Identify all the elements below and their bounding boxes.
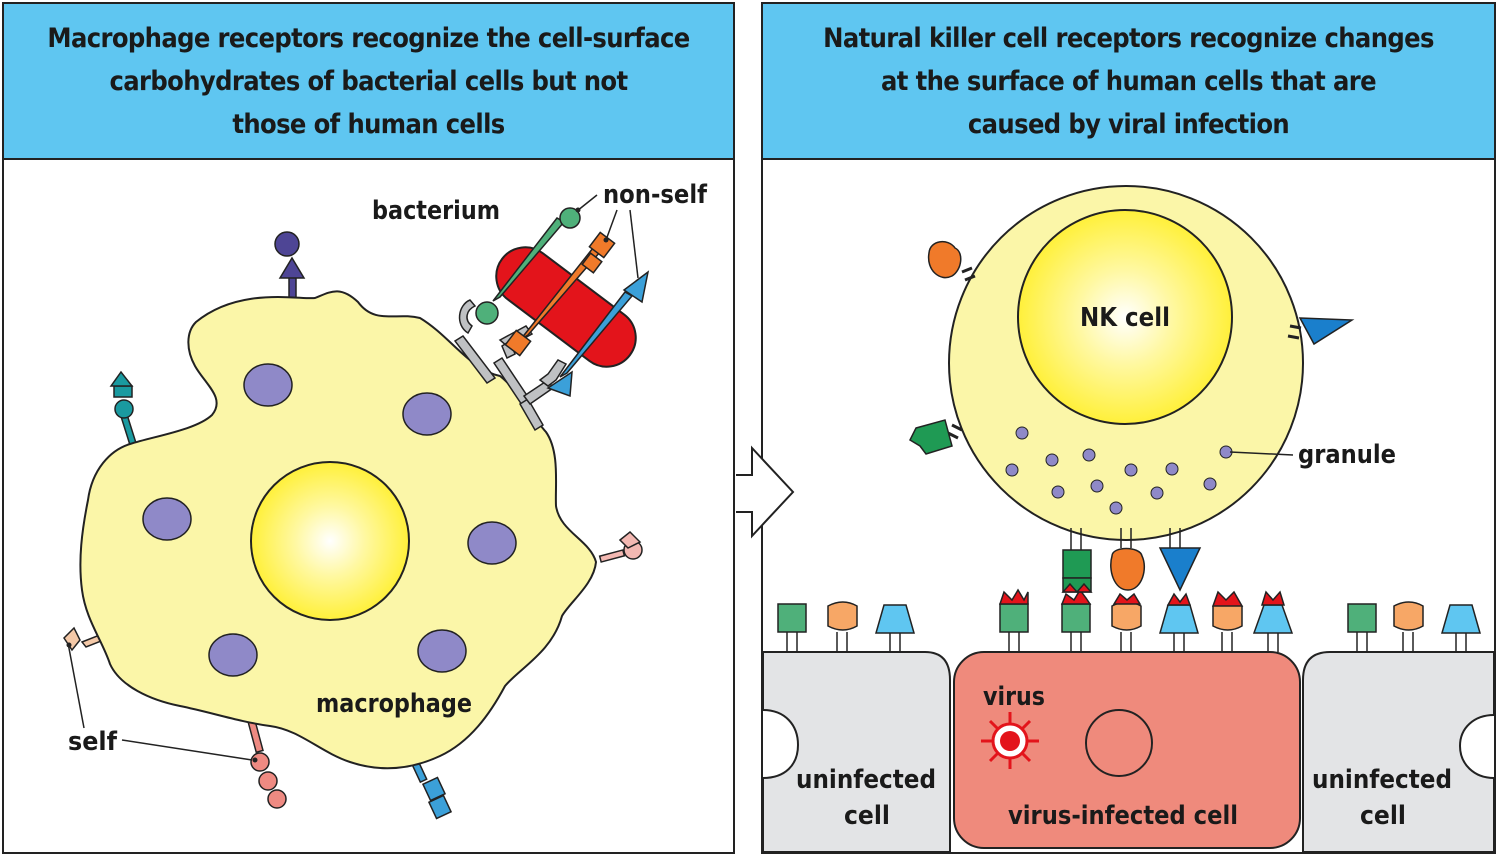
label-bacterium: bacterium [372,196,500,226]
infected-cell-nucleus [1085,709,1153,777]
label-cell-right: cell [1360,801,1406,831]
right-panel-title: Natural killer cell receptors recognize … [800,17,1458,146]
right-title-line-1: Natural killer cell receptors recognize … [823,22,1434,54]
virus-icon [981,712,1039,769]
label-nk-cell: NK cell [1080,303,1170,333]
nk-receptors [909,241,1355,594]
label-macrophage: macrophage [316,689,472,719]
uninfected-cell-left-nucleus [762,709,800,779]
left-title-line-1: Macrophage receptors recognize the cell-… [47,22,690,54]
label-cell-left: cell [844,801,890,831]
uninfected-cell-right-nucleus [1458,714,1495,779]
left-title-line-3: those of human cells [232,108,505,140]
bacterium [495,246,637,368]
left-diagram: bacterium non-self macrophage self [63,180,708,820]
transition-arrow-icon [736,445,795,539]
uninfected-cell-left [762,651,951,853]
macrophage-binding-receptors [453,299,568,432]
label-granule: granule [1298,440,1396,470]
bacterial-carbohydrates [475,207,650,398]
label-uninfected-left: uninfected [796,765,936,795]
label-uninfected-right: uninfected [1312,765,1452,795]
label-non-self: non-self [603,180,708,210]
nk-cell [948,185,1304,541]
macrophage-vesicles [142,363,517,677]
right-title-line-3: caused by viral infection [967,108,1290,140]
right-title-line-2: at the surface of human cells that are [881,65,1377,97]
label-self: self [68,727,118,757]
left-leader-lines [67,194,639,761]
uninfected-cell-right [1302,651,1495,853]
host-cells [762,651,1495,853]
macrophage-nucleus [250,461,410,621]
left-panel-header: Macrophage receptors recognize the cell-… [4,4,733,160]
left-panel: Macrophage receptors recognize the cell-… [2,2,735,854]
nk-cell-nucleus [1017,209,1233,425]
host-surface-markers [777,588,1481,652]
left-panel-title: Macrophage receptors recognize the cell-… [40,17,696,146]
label-virus: virus [983,682,1045,712]
left-title-line-2: carbohydrates of bacterial cells but not [109,65,628,97]
right-diagram: NK cell granule virus uninfected cell vi… [762,185,1495,853]
right-panel-header: Natural killer cell receptors recognize … [763,4,1494,160]
nk-granules [1005,426,1233,515]
label-virus-infected-cell: virus-infected cell [1008,801,1238,831]
